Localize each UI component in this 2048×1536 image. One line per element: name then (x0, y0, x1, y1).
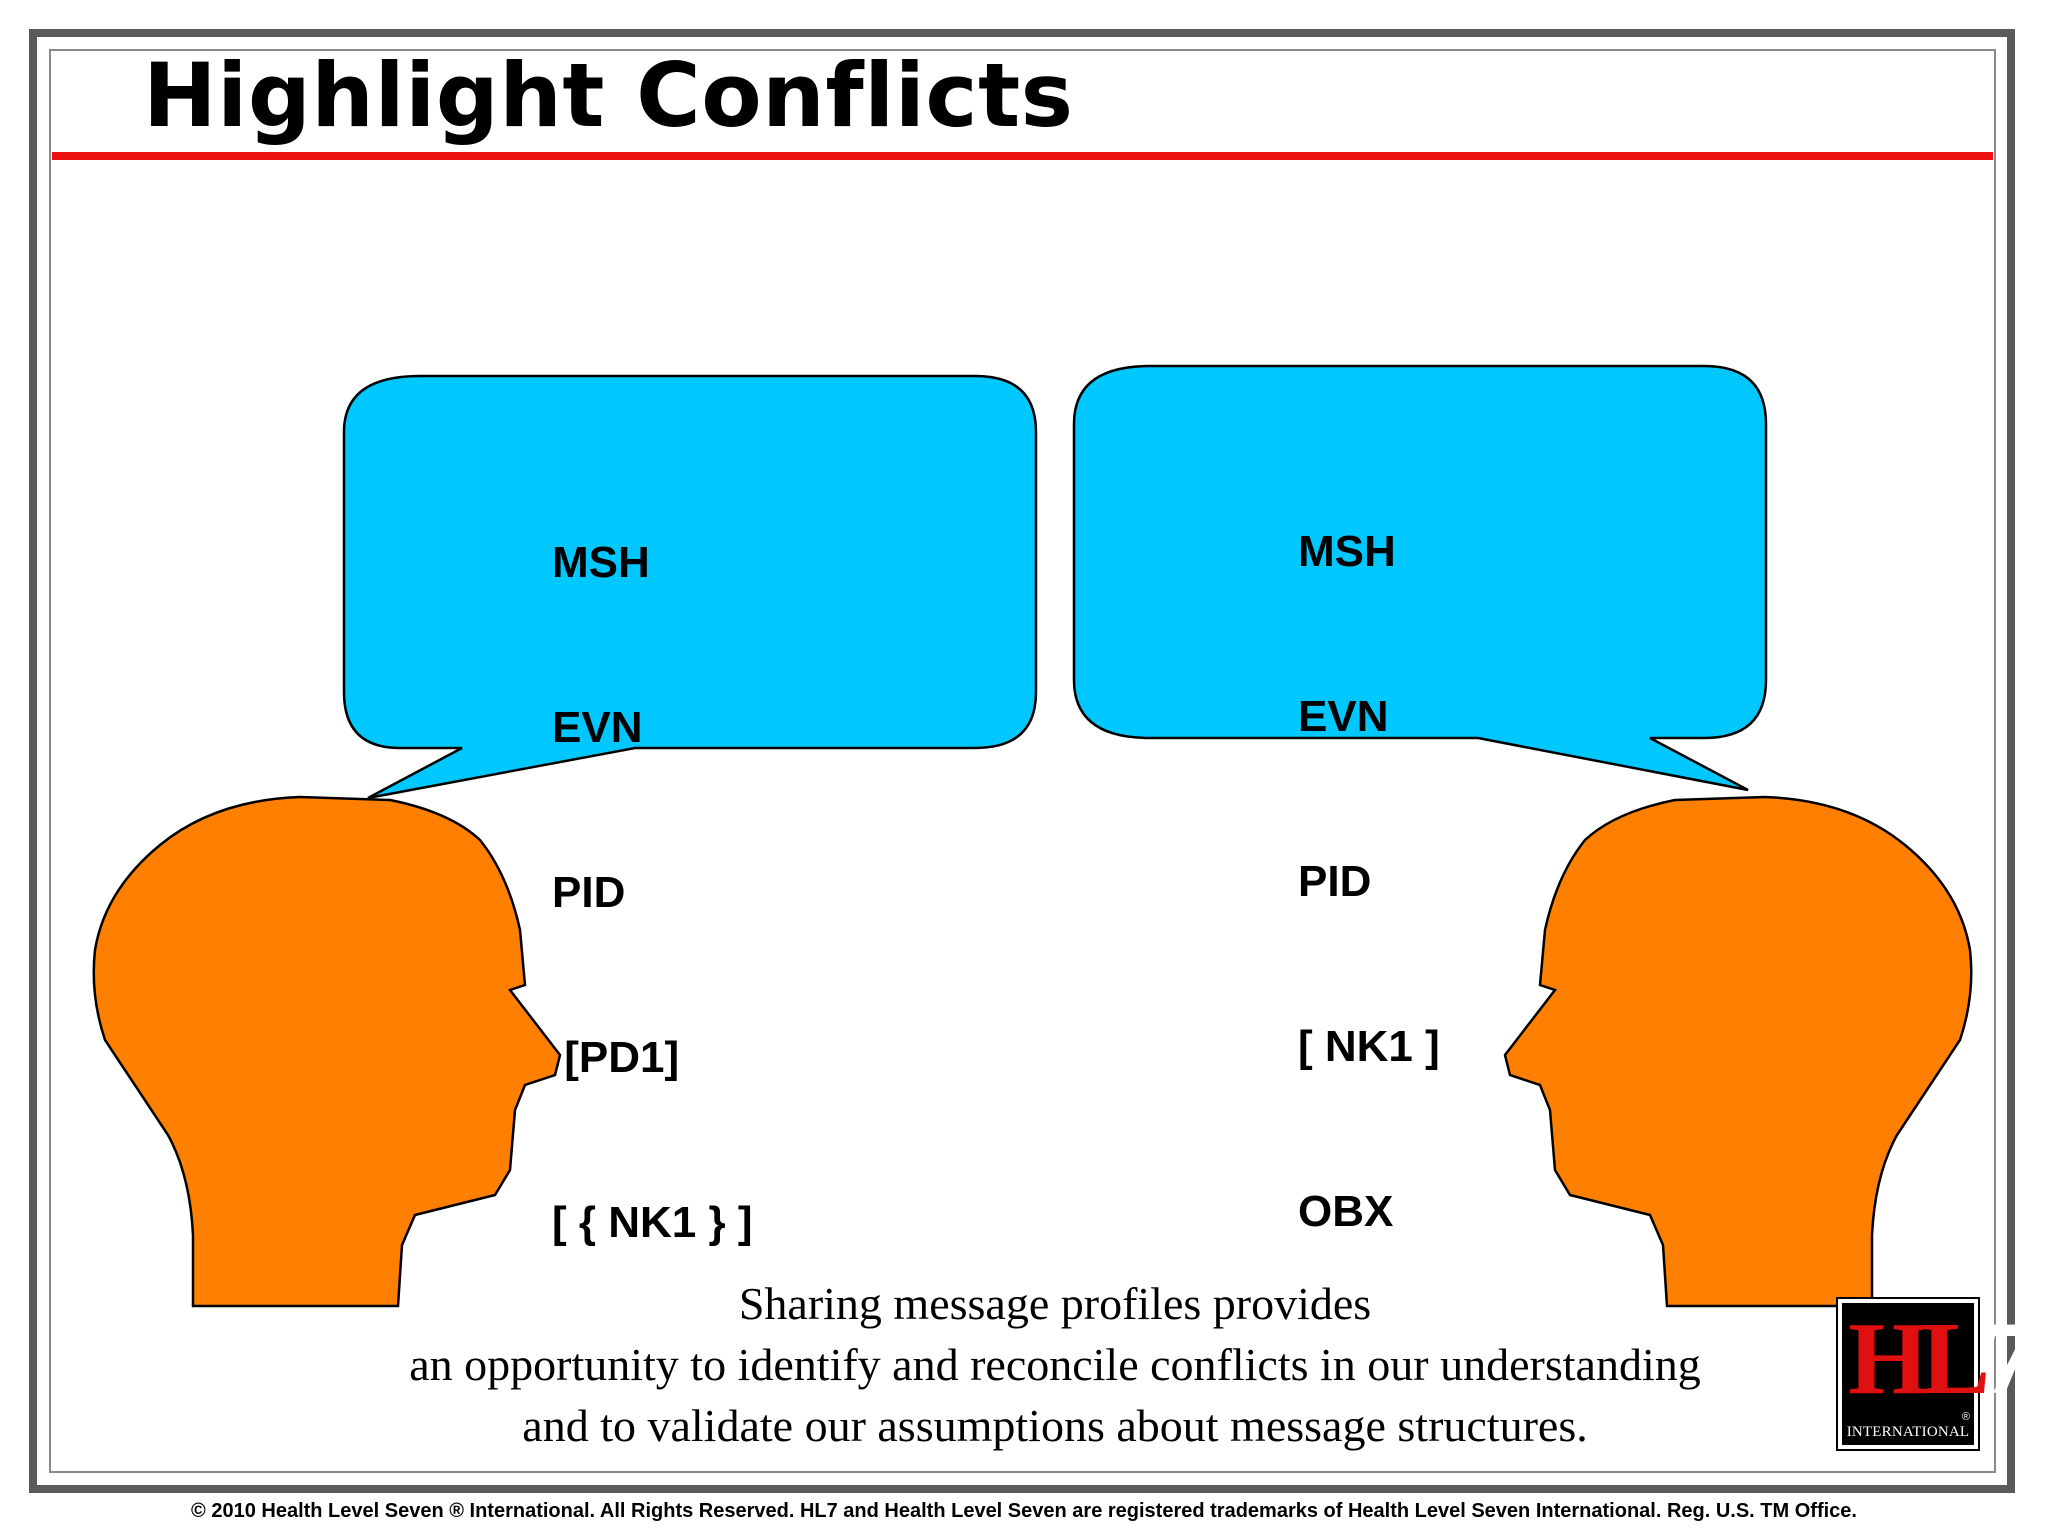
right-head-icon (1503, 795, 1973, 1308)
hl7-logo-mark: HL7 (1848, 1307, 2034, 1411)
left-segment-1: MSH (552, 538, 650, 587)
title-underline (52, 152, 1993, 160)
hl7-logo: HL7 ® INTERNATIONAL (1836, 1297, 2034, 1451)
left-speech-bubble (342, 374, 1038, 800)
right-bubble-segments: MSH EVN PID [ NK1 ] OBX (1298, 414, 1440, 1294)
registered-mark: ® (1961, 1411, 1970, 1423)
right-segment-5: OBX (1298, 1187, 1394, 1236)
hl7-logo-subtitle: INTERNATIONAL (1846, 1424, 1970, 1440)
right-speech-bubble (1072, 364, 1768, 792)
left-bubble-segments: MSH EVN PID [PD1] [ { NK1 } ] (552, 425, 752, 1305)
right-segment-1: MSH (1298, 527, 1396, 576)
left-head-icon (92, 795, 562, 1308)
left-segment-2: EVN (552, 703, 643, 752)
right-segment-2: EVN (1298, 692, 1389, 741)
caption-line-1: Sharing message profiles provides (738, 1278, 1372, 1329)
caption-line-2: an opportunity to identify and reconcile… (409, 1339, 1701, 1390)
right-segment-4: [ NK1 ] (1298, 1022, 1440, 1071)
right-segment-3: PID (1298, 857, 1372, 906)
left-segment-4: [PD1] (552, 1033, 680, 1082)
hl7-logo-seven: 7 (1982, 1301, 2034, 1416)
slide-caption: Sharing message profiles provides an opp… (280, 1273, 1830, 1456)
left-segment-5: [ { NK1 } ] (552, 1198, 753, 1247)
hl7-logo-letters: HL (1848, 1301, 1990, 1416)
left-segment-3: PID (552, 868, 626, 917)
slide-title: Highlight Conflicts (143, 44, 1074, 147)
caption-line-3: and to validate our assumptions about me… (522, 1400, 1588, 1451)
hl7-logo-background: HL7 ® INTERNATIONAL (1842, 1303, 2034, 1445)
copyright-footer: © 2010 Health Level Seven ® Internationa… (191, 1500, 1857, 1522)
slide-outer-frame (29, 29, 2015, 1493)
